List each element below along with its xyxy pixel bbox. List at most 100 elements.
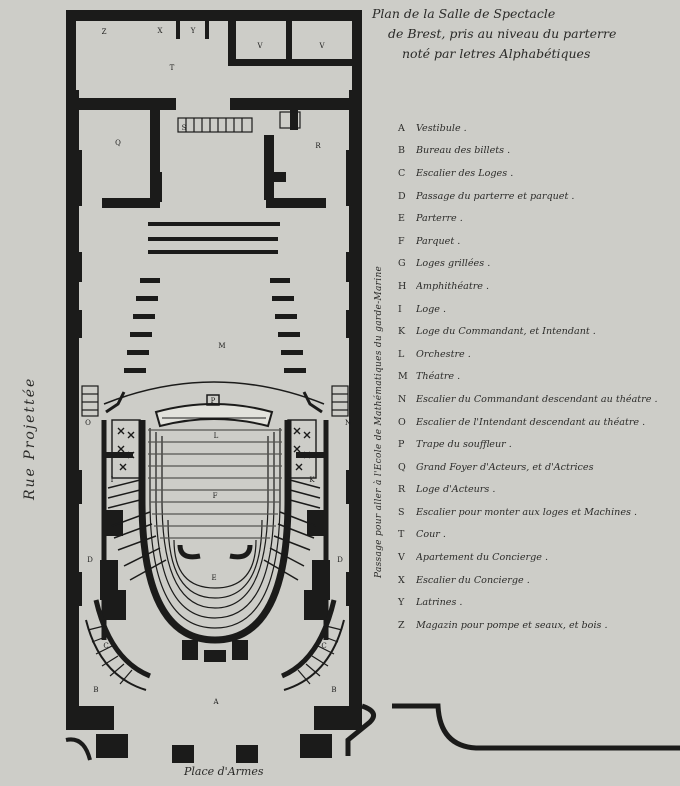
legend-item: R Loge d'Acteurs . bbox=[398, 479, 678, 502]
legend-description: Escalier du Concierge . bbox=[416, 574, 530, 586]
plan-letter-V1: V bbox=[256, 42, 263, 50]
plan-letter-I: I bbox=[111, 476, 114, 484]
legend-item: G Loges grillées . bbox=[398, 253, 678, 276]
legend-description: Escalier de l'Intendant descendant au th… bbox=[416, 416, 646, 428]
wall-top-outer bbox=[66, 10, 362, 21]
plan-letter-Y: Y bbox=[190, 27, 196, 35]
legend-key: V bbox=[398, 552, 405, 564]
legend-key: E bbox=[398, 213, 405, 225]
legend-key: D bbox=[398, 190, 406, 202]
legend-item: K Loge du Commandant, et Intendant . bbox=[398, 320, 678, 343]
legend-key: P bbox=[398, 439, 405, 451]
plan-letter-M: M bbox=[218, 342, 225, 350]
legend-description: Vestibule . bbox=[416, 122, 467, 134]
wall-outer-left bbox=[66, 90, 79, 730]
plan-letter-E: E bbox=[211, 574, 216, 582]
legend-key: N bbox=[398, 393, 407, 405]
wall-latrine-b bbox=[176, 21, 180, 39]
legend-key: I bbox=[398, 303, 402, 315]
legend-item: M Théatre . bbox=[398, 366, 678, 389]
legend-item: O Escalier de l'Intendant descendant au t… bbox=[398, 411, 678, 434]
wall-outer-right bbox=[349, 90, 362, 730]
plan-letter-L: L bbox=[214, 432, 219, 440]
legend-item: H Amphithéatre . bbox=[398, 275, 678, 298]
plan-letter-A: A bbox=[212, 698, 219, 706]
title-line-1: Plan de la Salle de Spectacle bbox=[372, 6, 556, 21]
legend-key: H bbox=[398, 280, 407, 292]
legend-description: Bureau des billets . bbox=[416, 145, 511, 157]
legend-description: Latrines . bbox=[416, 597, 463, 609]
wall-apartment bbox=[228, 21, 236, 59]
legend-item: Z Magazin pour pompe et seaux, et bois . bbox=[398, 614, 678, 637]
legend-key: R bbox=[398, 484, 406, 496]
wall-top-right bbox=[352, 10, 362, 90]
legend-description: Cour . bbox=[416, 529, 446, 541]
legend-description: Loge d'Acteurs . bbox=[416, 484, 496, 496]
plan-letter-S: S bbox=[182, 124, 187, 132]
legend-key: L bbox=[398, 348, 405, 360]
auditorium-seating bbox=[138, 420, 292, 644]
title-line-3: noté par letres Alphabétiques bbox=[402, 46, 591, 61]
legend-key: M bbox=[398, 371, 408, 383]
plan-letter-B1: B bbox=[93, 686, 98, 694]
legend-description: Passage du parterre et parquet . bbox=[416, 190, 575, 202]
legend-description: Magazin pour pompe et seaux, et bois . bbox=[416, 619, 608, 631]
legend-description: Trape du souffleur . bbox=[416, 439, 512, 451]
legend-key: C bbox=[398, 167, 406, 179]
wall-apartment-mid bbox=[286, 21, 292, 66]
legend-key: S bbox=[398, 506, 405, 518]
legend-key: O bbox=[398, 416, 406, 428]
plan-letter-Q: Q bbox=[115, 139, 121, 147]
plan-letter-X: X bbox=[158, 27, 163, 35]
legend-description: Amphithéatre . bbox=[416, 280, 490, 292]
legend-key: B bbox=[398, 145, 405, 157]
legend-description: Escalier pour monter aux loges et Machin… bbox=[416, 506, 638, 518]
legend-item: V Apartement du Concierge . bbox=[398, 546, 678, 569]
legend-item: P Trape du souffleur . bbox=[398, 433, 678, 456]
wall-top-left bbox=[66, 10, 76, 90]
legend-description: Parterre . bbox=[416, 213, 463, 225]
legend-description: Loges grillées . bbox=[416, 258, 491, 270]
legend-key: K bbox=[398, 326, 406, 338]
legend-item: X Escalier du Concierge . bbox=[398, 569, 678, 592]
plan-letter-Z: Z bbox=[102, 28, 107, 36]
street-boundary bbox=[392, 703, 680, 751]
plan-letter-K: K bbox=[309, 476, 315, 484]
legend-item: D Passage du parterre et parquet . bbox=[398, 185, 678, 208]
legend-description: Escalier du Commandant descendant au thé… bbox=[416, 393, 658, 405]
wall-latrine bbox=[205, 21, 209, 39]
plan-letter-V2: V bbox=[318, 42, 325, 50]
plan-letter-C2: C bbox=[321, 642, 326, 650]
plan-letter-B2: B bbox=[331, 686, 336, 694]
bottom-square-label: Place d'Armes bbox=[184, 765, 264, 778]
stage-arc bbox=[103, 381, 325, 405]
plan-letter-D1: D bbox=[87, 556, 93, 564]
legend-key: T bbox=[398, 529, 405, 541]
legend-item: B Bureau des billets . bbox=[398, 140, 678, 163]
legend-key: A bbox=[398, 122, 405, 134]
legend-key: Z bbox=[398, 619, 405, 631]
plan-letter-G1: G bbox=[187, 647, 193, 655]
plan-letter-G2: G bbox=[237, 647, 243, 655]
legend-key: G bbox=[398, 258, 406, 270]
legend-description: Loge du Commandant, et Intendant . bbox=[416, 326, 596, 338]
plan-letter-N: N bbox=[345, 419, 351, 427]
left-street-label: Rue Projettée bbox=[22, 376, 38, 500]
legend-description: Parquet . bbox=[416, 235, 461, 247]
legend-item: A Vestibule . bbox=[398, 117, 678, 140]
legend-item: S Escalier pour monter aux loges et Machi… bbox=[398, 501, 678, 524]
legend-key: X bbox=[398, 574, 405, 586]
legend-description: Apartement du Concierge . bbox=[416, 552, 549, 564]
legend-description: Théatre . bbox=[416, 371, 461, 383]
plan-letter-R: R bbox=[315, 142, 321, 150]
plan-letter-T: T bbox=[170, 64, 175, 72]
legend-description: Orchestre . bbox=[416, 348, 471, 360]
